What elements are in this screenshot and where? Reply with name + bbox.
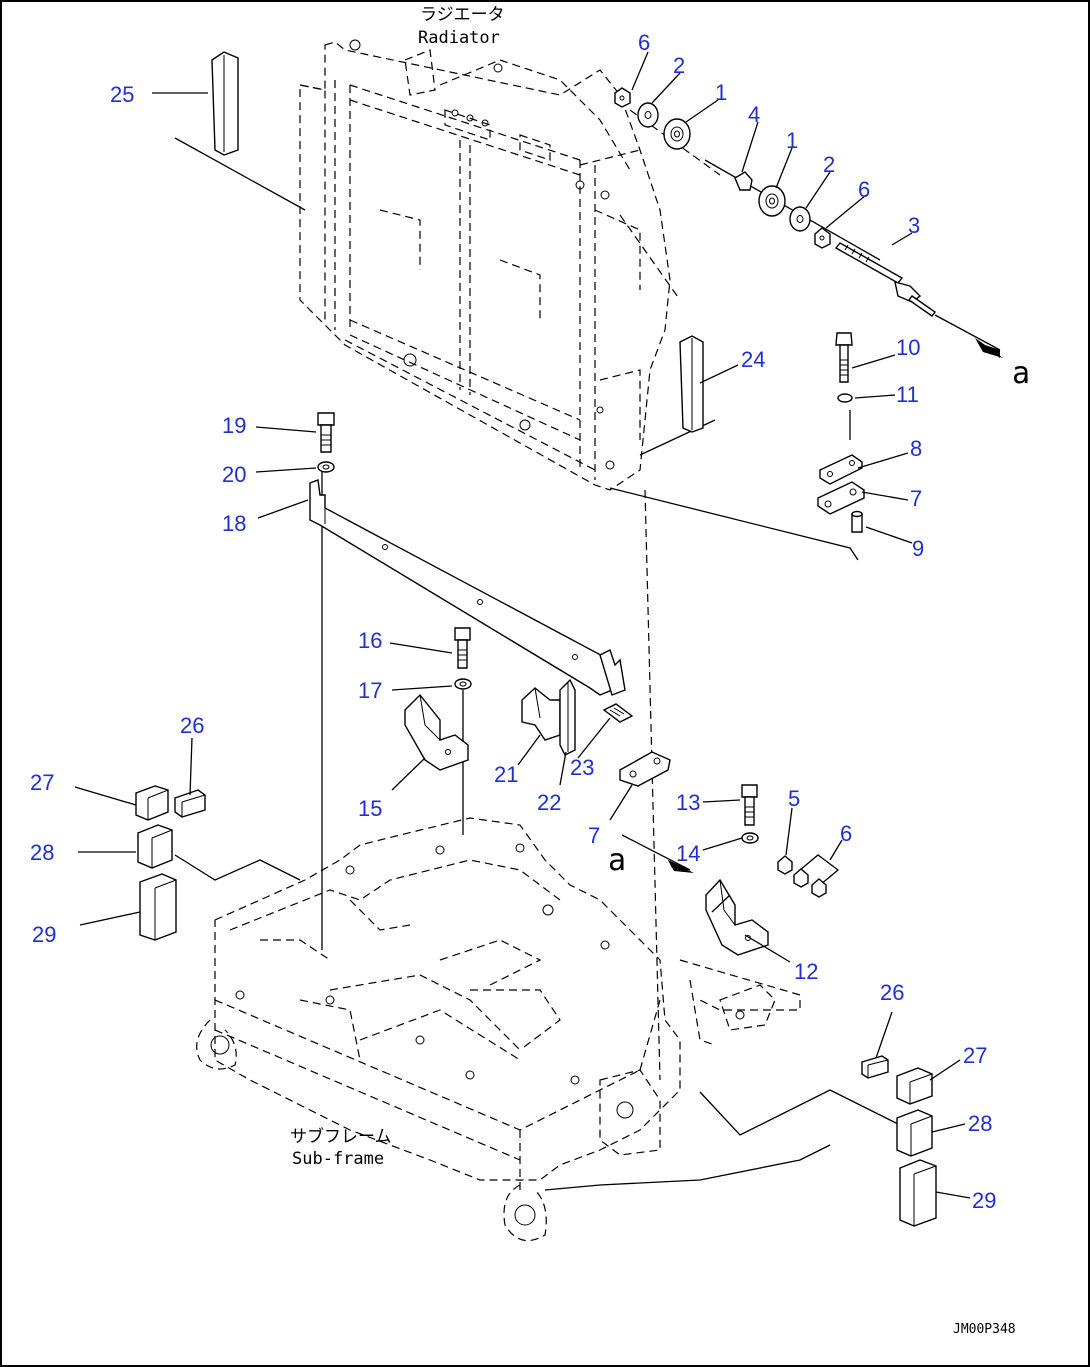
bolt-10	[835, 332, 853, 383]
block-27-left	[135, 785, 169, 821]
seal-strip-24	[679, 335, 704, 433]
callout-28: 28	[968, 1111, 992, 1136]
bracket-12	[705, 878, 769, 956]
callout-10: 10	[896, 335, 920, 360]
subframe-label-jp: サブフレーム	[290, 1126, 392, 1147]
callout-12: 12	[794, 959, 818, 984]
cushion-1-upper	[663, 118, 691, 150]
caption-labels: ラジエータ Radiator サブフレーム Sub-frame a a JM00…	[290, 5, 1030, 1337]
block-29-right	[899, 1159, 937, 1227]
block-26-left	[174, 789, 206, 818]
washer-14	[741, 832, 759, 844]
radiator-assembly	[299, 39, 671, 491]
callout-5: 5	[788, 786, 800, 811]
nut-6-lower	[814, 227, 831, 249]
callout-8: 8	[910, 436, 922, 461]
callout-4: 4	[748, 102, 760, 127]
callout-6: 6	[840, 821, 852, 846]
callout-7: 7	[910, 486, 922, 511]
block-26-right	[861, 1055, 889, 1079]
callout-21: 21	[494, 762, 518, 787]
subframe-assembly	[196, 817, 801, 1242]
callout-2: 2	[823, 152, 835, 177]
callout-7: 7	[588, 823, 600, 848]
callout-29: 29	[32, 922, 56, 947]
callout-6: 6	[638, 30, 650, 55]
callout-14: 14	[676, 841, 700, 866]
callout-19: 19	[222, 413, 246, 438]
shim-23	[602, 703, 634, 723]
bracket-22	[559, 678, 576, 756]
block-29-left	[139, 873, 177, 941]
bolt-19	[317, 412, 335, 453]
washer-2-lower	[789, 206, 811, 232]
bracket-set-center	[521, 678, 634, 756]
pin-9	[851, 510, 863, 533]
bolt-washer-bar-left	[309, 412, 626, 696]
callout-17: 17	[358, 678, 382, 703]
block-27-right	[896, 1067, 933, 1105]
view-arrow-a-label-bottom: a	[608, 843, 626, 878]
drawing-code: JM00P348	[953, 1322, 1016, 1337]
callout-26: 26	[880, 980, 904, 1005]
callout-3: 3	[908, 213, 920, 238]
leader-lines	[74, 51, 971, 1199]
plate-7-center	[619, 751, 671, 787]
bolt-13	[741, 784, 758, 826]
subframe-label-en: Sub-frame	[292, 1149, 384, 1169]
blocks-left	[135, 785, 206, 941]
seal-strip-25	[211, 51, 239, 156]
mount-hardware-upper	[614, 87, 1003, 358]
nut-6-upper	[614, 87, 631, 108]
callout-2: 2	[673, 53, 685, 78]
callout-11: 11	[896, 382, 919, 407]
callout-numbers: 25 6 2 1 4 1 2 6 3 10 11 24 8 7 9 19 20 …	[30, 30, 996, 1213]
callout-1: 1	[786, 128, 798, 153]
block-28-right	[896, 1109, 933, 1157]
callout-18: 18	[222, 511, 246, 536]
radiator-label-en: Radiator	[418, 28, 500, 48]
collar-4	[734, 171, 753, 191]
washer-17	[454, 678, 472, 690]
plate-7-upper	[817, 481, 865, 515]
callout-16: 16	[358, 628, 382, 653]
view-arrow-a-label-top: a	[1012, 356, 1030, 391]
bolt-plate-set-right	[817, 332, 865, 533]
washer-11	[837, 393, 853, 403]
washer-20	[317, 461, 335, 473]
callout-25: 25	[110, 82, 134, 107]
cushion-1-lower	[758, 185, 786, 217]
bracket-set-right	[621, 784, 840, 956]
callout-24: 24	[741, 347, 765, 372]
callout-29: 29	[972, 1188, 996, 1213]
callout-13: 13	[676, 790, 700, 815]
callout-27: 27	[30, 770, 54, 795]
callout-26: 26	[180, 713, 204, 738]
radiator-label-jp: ラジエータ	[420, 5, 505, 25]
callout-27: 27	[963, 1043, 987, 1068]
bracket-21	[521, 687, 561, 741]
bracket-15	[404, 693, 469, 771]
callout-28: 28	[30, 840, 54, 865]
callout-20: 20	[222, 462, 246, 487]
callout-15: 15	[358, 796, 382, 821]
blocks-right	[861, 1055, 937, 1227]
bolt-washer-bracket-left	[404, 627, 472, 771]
callout-6: 6	[858, 177, 870, 202]
rod-3	[834, 242, 936, 317]
nut-5	[777, 855, 793, 875]
block-28-left	[137, 824, 173, 869]
nuts-6-pair	[793, 854, 840, 898]
stay-bar-18	[309, 479, 626, 696]
washer-2-upper	[637, 102, 659, 128]
callout-22: 22	[537, 790, 561, 815]
callout-23: 23	[570, 755, 594, 780]
bolt-16	[454, 627, 471, 669]
plate-8	[819, 454, 863, 485]
callout-1: 1	[715, 80, 727, 105]
callout-9: 9	[912, 536, 924, 561]
